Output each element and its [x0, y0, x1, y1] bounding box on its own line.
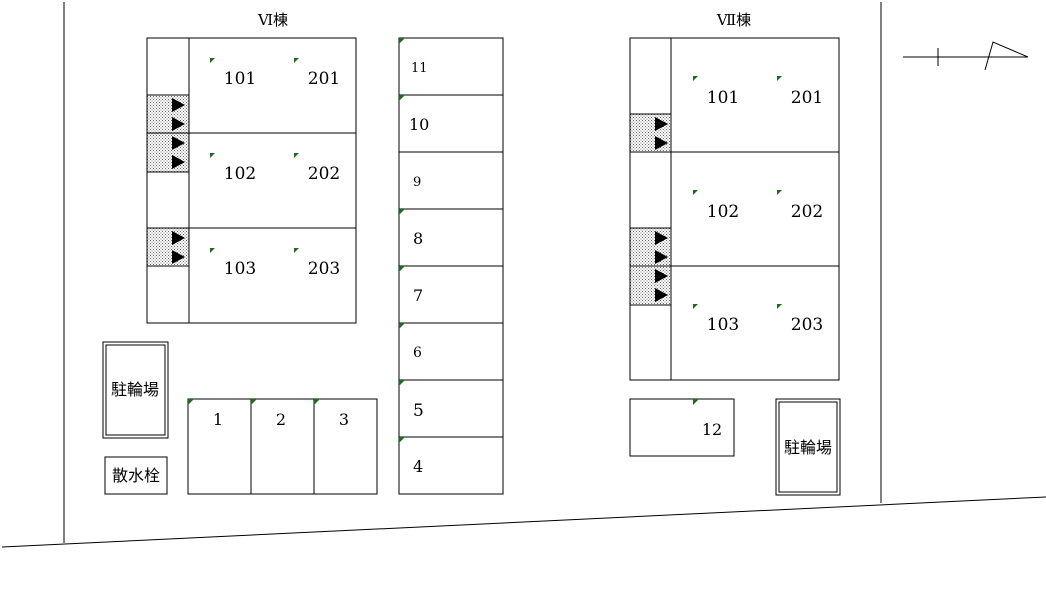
- unit-label: 202: [308, 164, 340, 184]
- unit-label: 203: [791, 315, 823, 335]
- north-arrow-icon: [903, 41, 1029, 71]
- unit-label: 201: [791, 88, 823, 108]
- bicycle-parking-left: 駐輪場: [102, 341, 169, 439]
- parking-space-label: 11: [411, 61, 428, 76]
- parking-markers: [399, 38, 405, 443]
- parking-space-label: 1: [213, 410, 223, 429]
- unit-markers: [210, 58, 299, 253]
- unit-label: 201: [308, 69, 340, 89]
- parking-space-label: 4: [413, 457, 423, 476]
- bicycle-parking-right: 駐輪場: [775, 398, 841, 496]
- building-vi-title: Ⅵ棟: [257, 11, 288, 29]
- parking-space-label: 7: [413, 286, 423, 305]
- building-vii: Ⅶ棟 101 201 102 202 103 203: [629, 11, 840, 381]
- stair-hatch-icon: [146, 227, 190, 267]
- unit-label: 202: [791, 202, 823, 222]
- parking-center-column: 11 10 9 8 7 6 5 4: [398, 37, 504, 495]
- parking-space-label: 6: [413, 345, 422, 361]
- unit-label: 101: [707, 88, 739, 108]
- entrance-arrow-icon: [655, 117, 668, 302]
- parking-space-12: 12: [629, 398, 735, 457]
- sprinkler-hydrant-label: 散水栓: [112, 466, 160, 485]
- unit-label: 103: [224, 259, 256, 279]
- parking-space-label: 12: [702, 420, 722, 439]
- stair-hatch-icon: [629, 113, 672, 153]
- unit-label: 101: [224, 69, 256, 89]
- unit-label: 102: [224, 164, 256, 184]
- site-boundary: [1, 2, 1046, 548]
- parking-space-label: 2: [276, 410, 286, 429]
- parking-space-label: 3: [339, 410, 349, 429]
- building-vii-title: Ⅶ棟: [716, 11, 751, 29]
- entrance-arrow-icon: [172, 98, 185, 264]
- bicycle-parking-label: 駐輪場: [111, 380, 159, 399]
- building-vi: Ⅵ棟 101 201 102 202 103 203: [146, 11, 357, 324]
- unit-label: 103: [707, 315, 739, 335]
- parking-space-label: 5: [413, 401, 424, 421]
- unit-markers: [693, 76, 782, 309]
- parking-bottom-row: 1 2 3: [187, 398, 378, 495]
- unit-label: 102: [707, 202, 739, 222]
- parking-space-label: 10: [409, 115, 429, 134]
- parking-space-label: 9: [413, 175, 421, 190]
- sprinkler-hydrant: 散水栓: [104, 456, 168, 495]
- bicycle-parking-label: 駐輪場: [784, 438, 832, 457]
- unit-label: 203: [308, 259, 340, 279]
- parking-space-label: 8: [413, 229, 423, 248]
